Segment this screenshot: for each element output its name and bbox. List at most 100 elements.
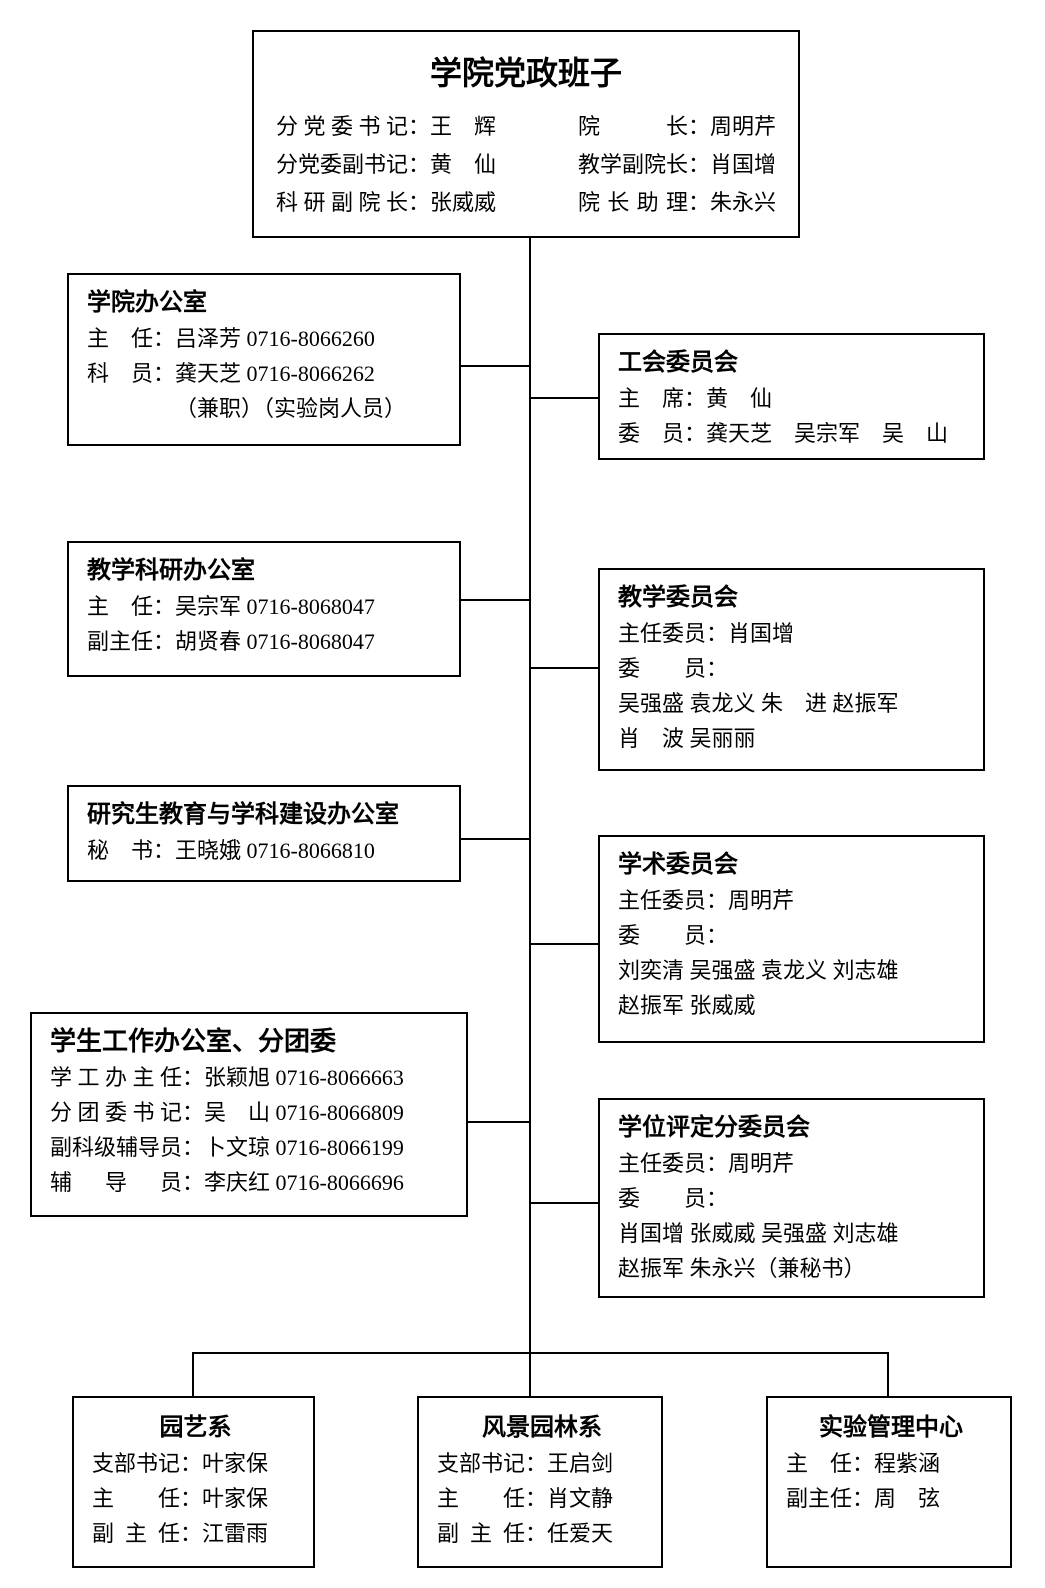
staff-line: 主任：叶家保 <box>92 1481 299 1516</box>
box-title: 学院办公室 <box>87 290 207 316</box>
staff-name: ：吴 山 0716-8066809 <box>182 1100 404 1125</box>
staff-role-label: 主任委员 <box>618 621 707 646</box>
staff-note: （兼职）（实验岗人员） <box>175 396 407 421</box>
staff-entry: 科研副院长：张威威 <box>276 184 496 222</box>
staff-name: ：吴宗军 0716-8068047 <box>153 594 375 619</box>
staff-role-label: 院长助理 <box>577 190 688 215</box>
connector-degree-committee-line <box>529 1202 600 1204</box>
staff-role-label: 主任委员 <box>618 888 707 913</box>
staff-name: ：任爱天 <box>525 1521 614 1546</box>
staff-role-label: 委员 <box>618 1186 706 1211</box>
staff-role-label: 科员 <box>87 361 153 386</box>
staff-name: ：王启剑 <box>525 1451 614 1476</box>
staff-entry: 院长：周明芹 <box>578 108 776 146</box>
staff-role-label: 主任 <box>437 1486 525 1511</box>
staff-line: 支部书记：叶家保 <box>92 1446 299 1481</box>
box-title: 园艺系 <box>159 1415 232 1441</box>
landscape-dept-box: 风景园林系 支部书记：王启剑 主任：肖文静 副主任：任爱天 <box>417 1396 663 1568</box>
teaching-research-office-box: 教学科研办公室 主任：吴宗军 0716-8068047 副主任：胡贤春 0716… <box>67 541 461 677</box>
connector-bottom-branch-line <box>192 1352 889 1354</box>
staff-role-label: 学工办主任 <box>50 1065 182 1090</box>
staff-line: 副主任：江雷雨 <box>92 1516 299 1551</box>
box-title: 学术委员会 <box>618 852 738 878</box>
connector-union-committee-line <box>529 397 600 399</box>
member-names-line: 刘奕清 吴强盛 袁龙义 刘志雄 <box>618 958 899 983</box>
staff-role-label: 分团委书记 <box>50 1100 182 1125</box>
staff-role-label: 主任 <box>87 326 153 351</box>
staff-role-label: 分党委副书记 <box>276 152 409 177</box>
member-names-line: 赵振军 张威威 <box>618 993 756 1018</box>
staff-role-label: 分党委书记 <box>276 114 408 139</box>
staff-entry: 院长助理：朱永兴 <box>578 184 776 222</box>
staff-role-label: 科研副院长 <box>276 190 408 215</box>
staff-name: ：肖国增 <box>706 621 795 646</box>
staff-name: ：张威威 <box>408 190 497 215</box>
connector-main-vertical-line <box>529 238 531 1397</box>
staff-line: 主任：吴宗军 0716-8068047 <box>87 589 445 624</box>
staff-name: ：张颖旭 0716-8066663 <box>182 1065 404 1090</box>
staff-name: ：肖国增 <box>687 152 776 177</box>
staff-name: ：李庆红 0716-8066696 <box>182 1170 404 1195</box>
connector-graduate-office-line <box>459 838 531 840</box>
student-affairs-office-box: 学生工作办公室、分团委 学工办主任：张颖旭 0716-8066663 分团委书记… <box>30 1012 468 1217</box>
staff-line: 主任：肖文静 <box>437 1481 647 1516</box>
staff-role-label: 副主任 <box>786 1486 853 1511</box>
staff-role-label: 支部书记 <box>92 1451 181 1476</box>
staff-line: 委员：龚天芝 吴宗军 吴 山 <box>618 416 969 451</box>
staff-name: ：吕泽芳 0716-8066260 <box>153 326 375 351</box>
root-row: 分党委副书记：黄 仙 教学副院长：肖国增 <box>254 146 798 184</box>
connector-academic-committee-line <box>529 943 600 945</box>
staff-role-label: 副主任 <box>92 1521 180 1546</box>
box-title: 教学委员会 <box>618 585 738 611</box>
staff-name: ：黄 仙 <box>684 386 773 411</box>
staff-name: ：程紫涵 <box>852 1451 941 1476</box>
member-names-line: 肖 波 吴丽丽 <box>618 726 756 751</box>
staff-name: ：江雷雨 <box>180 1521 269 1546</box>
staff-line: 主席：黄 仙 <box>618 381 969 416</box>
lab-management-center-box: 实验管理中心 主任：程紫涵 副主任：周 弦 <box>766 1396 1012 1568</box>
box-title: 工会委员会 <box>618 350 738 376</box>
connector-teaching-office-line <box>459 599 531 601</box>
staff-name: ：胡贤春 0716-8068047 <box>153 629 375 654</box>
staff-line: 科员：龚天芝 0716-8066262 <box>87 356 445 391</box>
staff-name: ：龚天芝 吴宗军 吴 山 <box>684 421 949 446</box>
graduate-education-office-box: 研究生教育与学科建设办公室 秘书：王晓娥 0716-8066810 <box>67 785 461 882</box>
staff-line: 辅导员：李庆红 0716-8066696 <box>50 1165 452 1200</box>
staff-role-label: 主席 <box>618 386 684 411</box>
staff-role-label: 主任 <box>786 1451 852 1476</box>
staff-name: ：周明芹 <box>706 888 795 913</box>
staff-line: 副主任：任爱天 <box>437 1516 647 1551</box>
root-row: 分党委书记：王 辉 院长：周明芹 <box>254 108 798 146</box>
horticulture-dept-box: 园艺系 支部书记：叶家保 主任：叶家保 副主任：江雷雨 <box>72 1396 315 1568</box>
connector-student-office-line <box>466 1121 531 1123</box>
teaching-committee-box: 教学委员会 主任委员：肖国增 委员： 吴强盛 袁龙义 朱 进 赵振军 肖 波 吴… <box>598 568 985 771</box>
staff-role-label: 委员 <box>618 656 706 681</box>
staff-role-label: 院长 <box>577 114 688 139</box>
staff-line: 副主任：胡贤春 0716-8068047 <box>87 624 445 659</box>
box-title: 研究生教育与学科建设办公室 <box>87 802 399 828</box>
member-names-line: 吴强盛 袁龙义 朱 进 赵振军 <box>618 691 899 716</box>
staff-name: ：王晓娥 0716-8066810 <box>153 838 375 863</box>
staff-name: ：周明芹 <box>687 114 776 139</box>
connector-college-office-line <box>459 365 531 367</box>
staff-name: ： <box>706 923 729 948</box>
staff-role-label: 副主任 <box>437 1521 525 1546</box>
staff-role-label: 秘书 <box>87 838 153 863</box>
root-box: 学院党政班子 分党委书记：王 辉 院长：周明芹 分党委副书记：黄 仙 教学副院长… <box>252 30 800 238</box>
staff-line: 委员： <box>618 918 969 953</box>
box-title: 学位评定分委员会 <box>618 1115 810 1141</box>
connector-labcenter-drop-line <box>887 1352 889 1397</box>
staff-line: 分团委书记：吴 山 0716-8066809 <box>50 1095 452 1130</box>
staff-name: ：朱永兴 <box>687 190 776 215</box>
staff-role-label: 主任 <box>92 1486 180 1511</box>
staff-line: 学工办主任：张颖旭 0716-8066663 <box>50 1060 452 1095</box>
box-title: 风景园林系 <box>482 1415 602 1441</box>
staff-role-label: 委员 <box>618 421 684 446</box>
box-title: 学生工作办公室、分团委 <box>50 1027 337 1056</box>
staff-line: 副主任：周 弦 <box>786 1481 996 1516</box>
staff-line: 主任：吕泽芳 0716-8066260 <box>87 321 445 356</box>
staff-line: 主任委员：周明芹 <box>618 1146 969 1181</box>
staff-entry: 分党委副书记：黄 仙 <box>276 146 496 184</box>
staff-line: 副科级辅导员：卜文琼 0716-8066199 <box>50 1130 452 1165</box>
staff-line: 主任委员：肖国增 <box>618 616 969 651</box>
